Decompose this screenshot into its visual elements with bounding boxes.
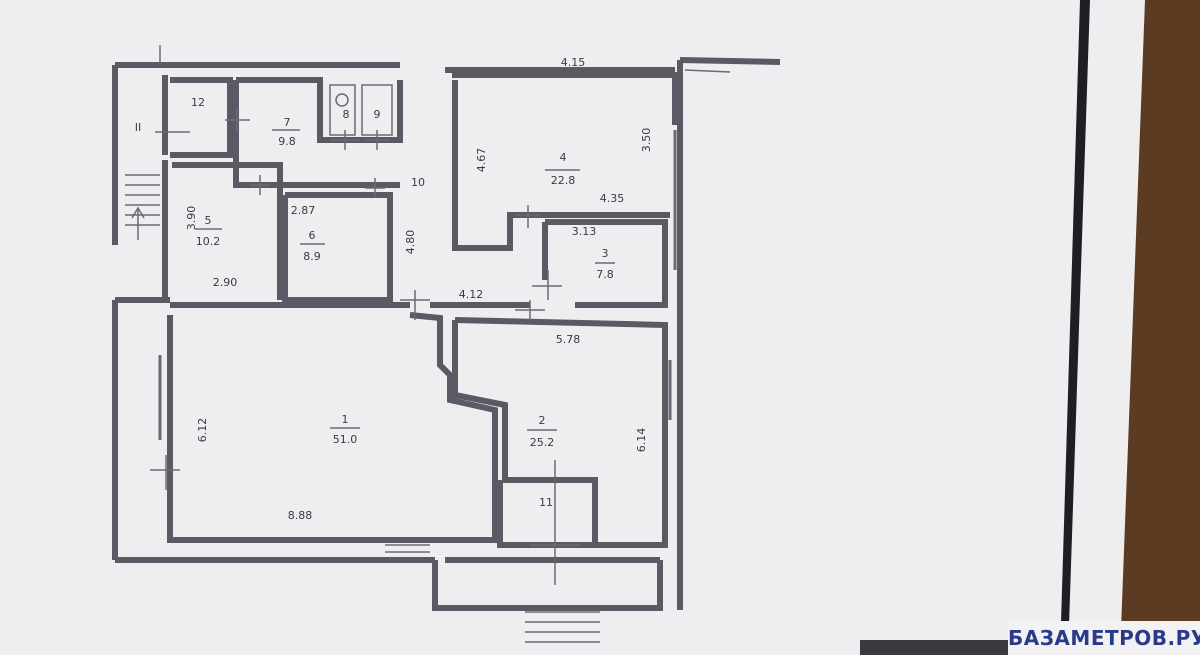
paper-sheet bbox=[0, 0, 1145, 655]
dim-room2-top: 5.78 bbox=[556, 333, 581, 346]
dim-room6-width: 2.87 bbox=[291, 204, 316, 217]
dim-room10-height: 4.80 bbox=[404, 230, 417, 255]
wall-room2-inner bbox=[452, 320, 598, 545]
dim-top: 4.15 bbox=[561, 56, 586, 69]
room-4-number: 4 bbox=[560, 151, 567, 164]
shadow-strip bbox=[860, 640, 1010, 655]
site-watermark: БАЗАМЕТРОВ.РУ bbox=[1008, 621, 1200, 655]
room-7-area: 9.8 bbox=[278, 135, 296, 148]
room-2-number: 2 bbox=[539, 414, 546, 427]
dim-room5-width: 2.90 bbox=[213, 276, 238, 289]
dim-room4-height: 4.67 bbox=[475, 148, 488, 173]
wall-top-right bbox=[679, 57, 781, 65]
walls bbox=[112, 57, 781, 611]
wall-room6 bbox=[282, 192, 393, 303]
wall-room1 bbox=[167, 312, 498, 543]
toilet-fixture bbox=[335, 93, 349, 107]
room-11-number: 11 bbox=[539, 496, 553, 509]
room-4-area: 22.8 bbox=[551, 174, 576, 187]
wall-room3 bbox=[545, 219, 668, 308]
room-2-area: 25.2 bbox=[530, 436, 555, 449]
dim-room10-width: 4.12 bbox=[459, 288, 484, 301]
dimension-labels: 4.15 6.12 8.88 5.78 6.14 3.13 4.67 3.50 … bbox=[185, 56, 653, 522]
wall-room7-lower bbox=[233, 80, 400, 188]
room-1-area: 51.0 bbox=[333, 433, 358, 446]
dim-room2-height: 6.14 bbox=[635, 428, 648, 453]
paper-border-line bbox=[1060, 0, 1090, 655]
room-1-number: 1 bbox=[342, 413, 349, 426]
room-3-number: 3 bbox=[602, 247, 609, 260]
stair-label: II bbox=[135, 121, 142, 134]
dim-room4-side: 3.50 bbox=[640, 128, 653, 153]
room-8-number: 8 bbox=[343, 108, 350, 121]
room-labels: 12 II 7 9.8 8 9 10 4 22.8 5 10.2 6 8.9 3… bbox=[135, 96, 614, 509]
room-12-number: 12 bbox=[191, 96, 205, 109]
dim-room1-width: 8.88 bbox=[288, 509, 313, 522]
room-10-number: 10 bbox=[411, 176, 425, 189]
dim-room1-height: 6.12 bbox=[196, 418, 209, 443]
wall-room4-top bbox=[452, 72, 678, 125]
room-3-area: 7.8 bbox=[596, 268, 614, 281]
wood-edge bbox=[1120, 0, 1200, 655]
room-6-area: 8.9 bbox=[303, 250, 321, 263]
dim-room4-width: 4.35 bbox=[600, 192, 625, 205]
room-5-number: 5 bbox=[205, 214, 212, 227]
wall-room5 bbox=[172, 162, 283, 300]
wall-room7 bbox=[236, 77, 403, 143]
fixtures bbox=[125, 45, 731, 643]
wall-porch bbox=[432, 560, 663, 611]
bath-fixture bbox=[329, 84, 356, 136]
room-9-number: 9 bbox=[374, 108, 381, 121]
room-7-number: 7 bbox=[284, 116, 291, 129]
wall-room12 bbox=[170, 77, 233, 158]
room-6-number: 6 bbox=[309, 229, 316, 242]
wall-room4-inner bbox=[452, 80, 670, 251]
dim-room5-height: 3.90 bbox=[185, 206, 198, 231]
room-5-area: 10.2 bbox=[196, 235, 221, 248]
dim-room3-width: 3.13 bbox=[572, 225, 597, 238]
